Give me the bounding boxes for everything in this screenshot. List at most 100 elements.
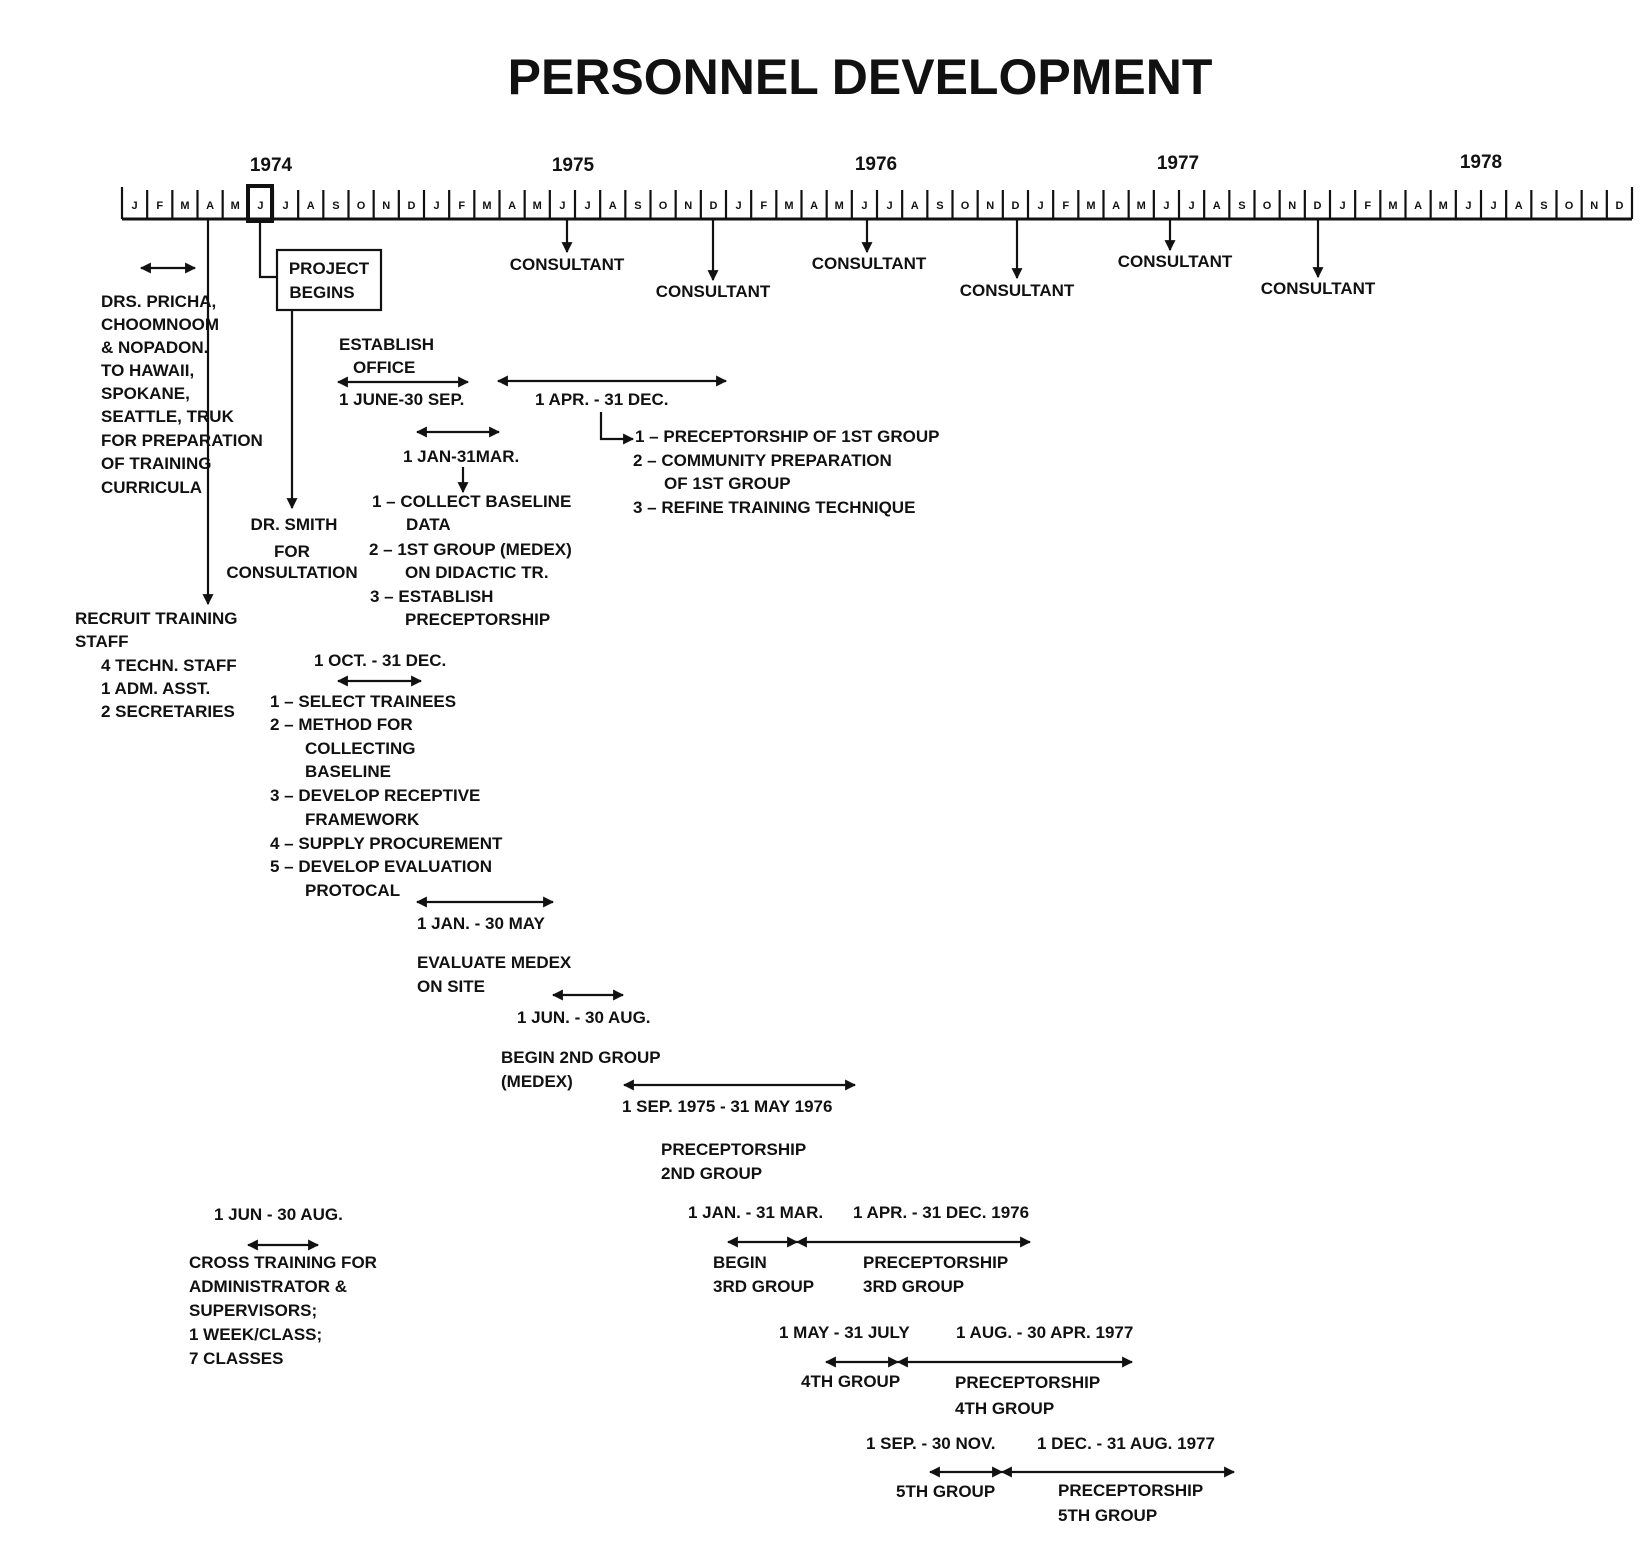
g3-precep-label: PRECEPTORSHIP xyxy=(863,1253,1008,1272)
month-letter: A xyxy=(911,200,919,212)
year-1975: 1975 xyxy=(552,155,595,176)
year-1977: 1977 xyxy=(1157,153,1199,174)
note-line: 1 WEEK/CLASS; xyxy=(189,1325,322,1344)
g5-precep-label: 5TH GROUP xyxy=(1058,1506,1157,1525)
g3-dates-precep: 1 APR. - 31 DEC. 1976 xyxy=(853,1203,1029,1222)
oct-dec-dates: 1 OCT. - 31 DEC. xyxy=(314,651,446,670)
month-letter: A xyxy=(1213,200,1221,212)
note-line: CROSS TRAINING FOR xyxy=(189,1253,377,1272)
year-1976: 1976 xyxy=(855,154,897,175)
item-line: 5 – DEVELOP EVALUATION xyxy=(270,857,492,876)
begin-2nd-label: (MEDEX) xyxy=(501,1072,573,1091)
month-letter: O xyxy=(659,200,668,212)
g4-group-label: 4TH GROUP xyxy=(801,1372,900,1391)
month-letter: J xyxy=(1189,200,1195,212)
precep-2nd-label: 2ND GROUP xyxy=(661,1164,762,1183)
trainee-items: 1 – SELECT TRAINEES 2 – METHOD FOR COLLE… xyxy=(270,692,503,900)
g3-begin-label: 3RD GROUP xyxy=(713,1277,814,1296)
note-line: CONSULTATION xyxy=(226,563,357,582)
note-line: CHOOMNOOM xyxy=(101,315,219,334)
month-letter: F xyxy=(1364,200,1371,212)
year-1978: 1978 xyxy=(1460,152,1502,173)
consultant-label: CONSULTANT xyxy=(510,255,625,274)
consultant-label: CONSULTANT xyxy=(812,254,927,273)
g4-precep-label: 4TH GROUP xyxy=(955,1399,1054,1418)
note-line: & NOPADON. xyxy=(101,338,208,357)
item-line: 2 – 1ST GROUP (MEDEX) xyxy=(369,540,572,559)
month-letter: D xyxy=(1615,200,1623,212)
month-letter: F xyxy=(156,200,163,212)
month-letter: S xyxy=(634,200,641,212)
month-letter: O xyxy=(1565,200,1574,212)
note-line: SPOKANE, xyxy=(101,384,190,403)
consultant-label: CONSULTANT xyxy=(1118,252,1233,271)
establish-office-label: ESTABLISH xyxy=(339,335,434,354)
month-letter: O xyxy=(357,200,366,212)
g5-dates-precep: 1 DEC. - 31 AUG. 1977 xyxy=(1037,1434,1215,1453)
month-letter: J xyxy=(1465,200,1471,212)
year-labels: 1974 1975 1976 1977 1978 xyxy=(250,152,1502,176)
year-1974: 1974 xyxy=(250,155,293,176)
dr-smith-note: DR. SMITH FOR CONSULTATION xyxy=(226,515,357,582)
note-line: TO HAWAII, xyxy=(101,361,194,380)
month-letter: S xyxy=(936,200,943,212)
note-line: DR. SMITH xyxy=(251,515,338,534)
month-letter: N xyxy=(382,200,390,212)
g3-precep-label: 3RD GROUP xyxy=(863,1277,964,1296)
month-letter: J xyxy=(887,200,893,212)
precep-2nd-label: PRECEPTORSHIP xyxy=(661,1140,806,1159)
item-line: COLLECTING xyxy=(305,739,416,758)
evaluate-label: ON SITE xyxy=(417,977,485,996)
consultant-label: CONSULTANT xyxy=(1261,279,1376,298)
note-line: CURRICULA xyxy=(101,478,202,497)
month-letter: M xyxy=(835,200,844,212)
note-line: 1 ADM. ASST. xyxy=(101,679,210,698)
month-letter: M xyxy=(1388,200,1397,212)
note-line: FOR xyxy=(274,542,310,561)
month-letter: F xyxy=(1062,200,1069,212)
item-line: 1 – SELECT TRAINEES xyxy=(270,692,456,711)
month-letter: M xyxy=(533,200,542,212)
page-title: PERSONNEL DEVELOPMENT xyxy=(508,49,1213,105)
month-letter: A xyxy=(609,200,617,212)
item-line: OF 1ST GROUP xyxy=(664,474,791,493)
g3-dates-begin: 1 JAN. - 31 MAR. xyxy=(688,1203,823,1222)
month-letter: M xyxy=(1137,200,1146,212)
jan-mar-dates: 1 JAN-31MAR. xyxy=(403,447,519,466)
item-line: BASELINE xyxy=(305,762,391,781)
note-line: RECRUIT TRAINING xyxy=(75,609,237,628)
month-letter: A xyxy=(1515,200,1523,212)
cross-training-dates: 1 JUN - 30 AUG. xyxy=(214,1205,343,1224)
month-letter: J xyxy=(559,200,565,212)
month-letter: J xyxy=(434,200,440,212)
g4-dates-precep: 1 AUG. - 30 APR. 1977 xyxy=(956,1323,1133,1342)
month-letter: J xyxy=(132,200,138,212)
month-letter: A xyxy=(1414,200,1422,212)
month-letter: J xyxy=(736,200,742,212)
month-letter: S xyxy=(332,200,339,212)
project-begins-line: PROJECT xyxy=(289,259,370,278)
g5-precep-label: PRECEPTORSHIP xyxy=(1058,1481,1203,1500)
month-letter: M xyxy=(1086,200,1095,212)
item-line: 2 – METHOD FOR xyxy=(270,715,413,734)
cross-training-note: CROSS TRAINING FOR ADMINISTRATOR & SUPER… xyxy=(189,1253,377,1368)
month-letter: M xyxy=(784,200,793,212)
month-letter: M xyxy=(482,200,491,212)
month-letter: J xyxy=(1340,200,1346,212)
consultant-markers: CONSULTANT CONSULTANT CONSULTANT CONSULT… xyxy=(510,219,1376,301)
item-line: 1 – COLLECT BASELINE xyxy=(372,492,571,511)
month-letter: D xyxy=(709,200,717,212)
month-letter: D xyxy=(1313,200,1321,212)
note-line: OF TRAINING xyxy=(101,454,212,473)
month-letter: A xyxy=(307,200,315,212)
month-letter: J xyxy=(283,200,289,212)
item-line: DATA xyxy=(406,515,451,534)
g3-begin-label: BEGIN xyxy=(713,1253,767,1272)
note-line: SEATTLE, TRUK xyxy=(101,407,235,426)
establish-office-label: OFFICE xyxy=(353,358,415,377)
item-line: FRAMEWORK xyxy=(305,810,420,829)
begin-2nd-label: BEGIN 2ND GROUP xyxy=(501,1048,661,1067)
item-line: 3 – DEVELOP RECEPTIVE xyxy=(270,786,480,805)
g4-dates-group: 1 MAY - 31 JULY xyxy=(779,1323,910,1342)
month-letter: J xyxy=(1038,200,1044,212)
